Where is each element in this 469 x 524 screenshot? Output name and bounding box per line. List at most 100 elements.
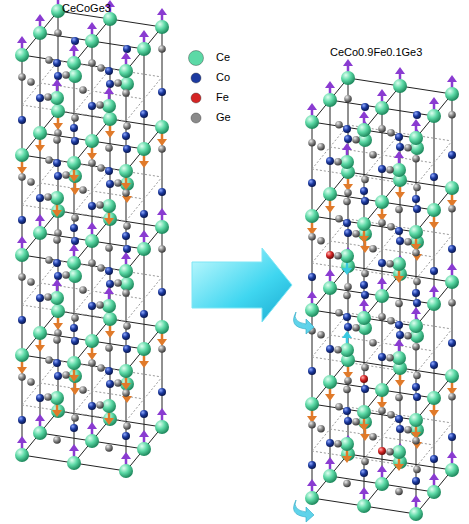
ce-atom (427, 109, 441, 123)
ge-atom (96, 301, 104, 309)
spin-arrow-head (52, 79, 62, 86)
co-atom (158, 88, 166, 96)
ge-atom (27, 278, 35, 286)
ge-atom (317, 237, 325, 245)
ce-atom (50, 91, 64, 105)
spin-arrow-head (394, 151, 404, 158)
spin-arrow-head (157, 139, 167, 146)
spin-arrow-head (69, 444, 79, 451)
co-atom (344, 135, 352, 143)
ce-atom (120, 77, 134, 91)
ce-atom (85, 34, 99, 48)
co-atom (53, 259, 61, 267)
ge-atom (335, 121, 343, 129)
ge-atom (158, 245, 166, 253)
co-atom (343, 125, 351, 133)
ce-atom (305, 115, 319, 129)
legend-swatch (191, 73, 201, 83)
spin-arrow-head (35, 214, 45, 221)
co-atom (140, 110, 148, 118)
spin-arrow-head (52, 279, 62, 286)
spin-arrow-head (121, 183, 131, 190)
ge-atom (369, 339, 377, 347)
co-atom (343, 313, 351, 321)
co-atom (54, 372, 62, 380)
ge-atom (122, 289, 130, 297)
ce-atom (340, 343, 354, 357)
ge-atom (386, 260, 394, 268)
co-atom (343, 219, 351, 227)
ce-atom (67, 356, 81, 370)
spin-arrow-head (325, 457, 335, 464)
ce-atom (427, 297, 441, 311)
co-atom (88, 302, 96, 310)
ge-atom (352, 324, 360, 332)
ce-atom (119, 264, 133, 278)
co-atom (361, 385, 369, 393)
lattice-line (312, 498, 416, 514)
ce-atom (445, 275, 459, 289)
ge-atom (27, 78, 35, 86)
ge-atom (18, 173, 26, 181)
ce-atom (427, 203, 441, 217)
co-atom (158, 388, 166, 396)
ce-atom (445, 181, 459, 195)
ce-atom (51, 204, 65, 218)
co-atom (378, 259, 386, 267)
ge-atom (369, 433, 377, 441)
spin-arrow-head (342, 143, 352, 150)
lattice-line (330, 476, 434, 492)
ge-atom (88, 159, 96, 167)
co-atom (344, 323, 352, 331)
co-atom (105, 167, 113, 175)
spin-arrow-head (69, 375, 79, 382)
co-atom (412, 195, 420, 203)
ge-atom (448, 111, 456, 119)
ge-atom (62, 371, 70, 379)
ge-atom (54, 129, 62, 137)
co-atom (395, 227, 403, 235)
ce-atom (51, 304, 65, 318)
ge-atom (45, 356, 53, 364)
ce-atom (305, 491, 319, 505)
ge-atom (105, 444, 113, 452)
spin-arrow-head (360, 434, 370, 441)
spin-arrow-head (53, 323, 63, 330)
co-atom (140, 410, 148, 418)
legend-text: Co (216, 71, 230, 83)
spin-arrow-head (87, 153, 97, 160)
ce-atom (305, 303, 319, 317)
spin-arrow-head (343, 59, 353, 66)
ge-atom (387, 129, 395, 137)
ce-atom (357, 405, 371, 419)
spin-arrow-head (394, 464, 404, 471)
ge-atom (123, 222, 131, 230)
ge-atom (412, 249, 420, 257)
ge-atom (387, 411, 395, 419)
spin-arrow-head (307, 291, 317, 298)
ce-atom (119, 364, 133, 378)
spin-arrow-head (360, 246, 370, 253)
co-atom (88, 202, 96, 210)
ge-atom (334, 252, 342, 260)
ce-atom (33, 26, 47, 40)
ce-atom (137, 142, 151, 156)
ge-atom (413, 184, 421, 192)
ge-atom (413, 372, 421, 380)
ge-atom (97, 164, 105, 172)
legend-marks (189, 51, 204, 124)
spin-arrow-head (139, 30, 149, 37)
co-atom (361, 197, 369, 205)
ge-atom (44, 93, 52, 101)
ge-atom (44, 293, 52, 301)
spin-arrow-head (104, 218, 114, 225)
ce-atom (119, 164, 133, 178)
co-atom (54, 172, 62, 180)
ge-atom (386, 354, 394, 362)
ge-atom (114, 379, 122, 387)
ge-atom (352, 136, 360, 144)
ge-atom (71, 214, 79, 222)
co-atom (122, 432, 130, 440)
ce-atom (120, 177, 134, 191)
co-atom (378, 353, 386, 361)
